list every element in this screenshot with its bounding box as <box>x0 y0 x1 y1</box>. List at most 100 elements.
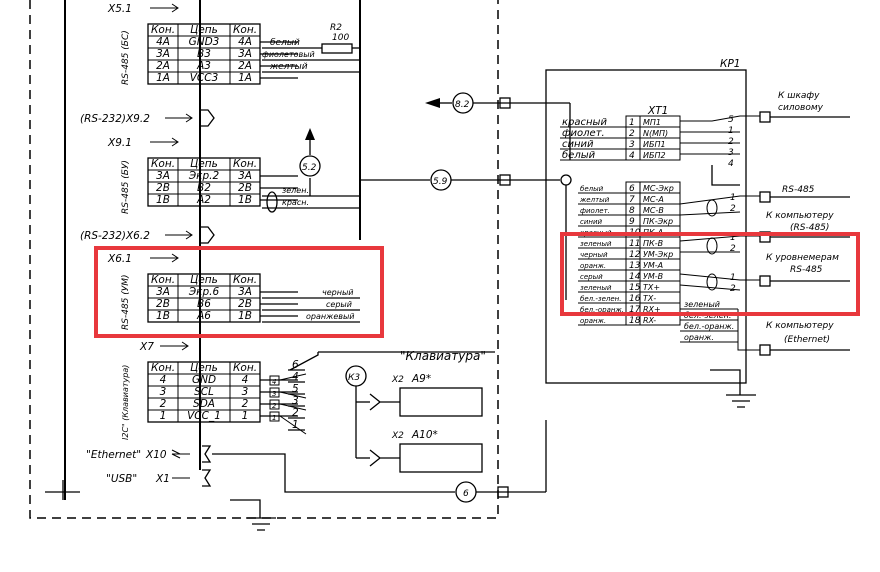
ethernet-label: "Ethernet" <box>86 449 141 461</box>
kp1-left-wire: оранж. <box>580 317 606 325</box>
kp1-left-wire: бел.-оранж. <box>580 306 624 314</box>
kp1-terminal-name: ТХ+ <box>643 283 660 292</box>
x7-pin-box <box>269 387 280 398</box>
arrow-head <box>185 113 193 123</box>
table-cell: Экр.2 <box>188 170 220 182</box>
kp1-left-wire: белый <box>580 185 604 193</box>
kp1-terminal-num: 15 <box>629 283 641 293</box>
kp1-terminal-name: ПК-В <box>643 239 663 248</box>
kp1-terminal-num: 8 <box>629 206 635 216</box>
table-cell: 2В <box>238 182 252 194</box>
table-cell: 1В <box>156 194 170 206</box>
kp1-left-wire: оранж. <box>580 262 606 270</box>
kp1-left-wire: зеленый <box>580 284 612 292</box>
kp1-pe-line <box>711 165 740 186</box>
arrow-head <box>171 3 179 13</box>
kp1-eth-bundle <box>737 309 760 351</box>
ground-icon <box>230 499 276 531</box>
keyboard-title: "Клавиатура" <box>400 349 486 363</box>
table-header: Кон. <box>233 274 257 286</box>
arrow-head <box>185 230 193 240</box>
x91-group-label: RS-485 (БУ) <box>121 160 131 214</box>
table-cell: 3А <box>156 286 170 298</box>
table-cell: В6 <box>197 298 211 310</box>
x92-connector-label: (RS-232)X9.2 <box>80 113 150 125</box>
kp1-terminal-num: 17 <box>629 305 641 315</box>
x5-connector-label: X5.1 <box>107 3 132 15</box>
table-cell: 2В <box>238 298 252 310</box>
ground-left <box>45 480 80 500</box>
r2-value: 100 <box>332 33 349 43</box>
x91-wire-red-label: красн. <box>282 198 309 207</box>
table-cell: 1В <box>238 194 252 206</box>
x7-pin-box <box>269 411 280 422</box>
table-cell: GND <box>192 374 216 386</box>
highlight-kp1 <box>560 232 860 316</box>
table-cell: Экр.6 <box>188 286 220 298</box>
kp1-terminal-num: 11 <box>629 239 640 249</box>
kp1-right-num: 1 <box>728 126 734 136</box>
kp1-terminal-name: УМ-В <box>643 272 663 281</box>
ground-icon-right <box>710 369 756 408</box>
a9-connector <box>369 393 400 411</box>
kp1-terminal-name: ТХ- <box>643 294 656 303</box>
x7-lead-6 <box>289 352 319 371</box>
table-header: Кон. <box>151 158 175 170</box>
table-cell: В2 <box>197 182 211 194</box>
table-cell: А3 <box>196 60 211 72</box>
x5-wire-violet-label: фиолетовый <box>262 50 315 59</box>
x2b-label: Х2 <box>391 431 404 441</box>
x62-connector-label: (RS-232)X6.2 <box>80 230 150 242</box>
kp1-terminal-name: N(МП) <box>643 129 668 138</box>
a9-box <box>399 387 483 417</box>
x7-right-num: 2 <box>292 407 299 419</box>
kp1-terminal-num: 2 <box>629 129 635 139</box>
kp1-left-wire: черный <box>580 251 608 259</box>
table-cell: 1А <box>238 72 252 84</box>
kp1-terminal-num: 9 <box>629 217 635 227</box>
a10-box <box>399 443 483 473</box>
x92-socket <box>200 109 215 127</box>
x7-connector-label: X7 <box>139 341 154 353</box>
x7-right-num: 4 <box>292 371 299 383</box>
gland-eth <box>497 486 509 498</box>
x5-wire-white: белый <box>270 38 300 48</box>
kp1-terminal-name: МС-Экр <box>643 184 674 193</box>
kp1-node <box>560 174 572 186</box>
kp1-right-num: 1 <box>730 273 736 283</box>
table-cell: 2В <box>156 298 170 310</box>
r2-ref: R2 <box>330 23 342 33</box>
table-header: Цепь <box>190 274 218 286</box>
a9-label: А9* <box>411 373 431 385</box>
kp1-terminal-num: 6 <box>629 184 635 194</box>
x1-socket <box>202 469 212 487</box>
table-cell: 2 <box>160 398 167 410</box>
x62-socket <box>200 226 215 244</box>
table-header: Цепь <box>190 362 218 374</box>
kp1-terminal-name: ПК-Экр <box>643 217 673 226</box>
table-cell: 1В <box>156 310 170 322</box>
kp1-terminal-name: МС-В <box>643 206 664 215</box>
arrow-head <box>171 253 179 263</box>
table-cell: В3 <box>197 48 211 60</box>
kp1-right-num: 5 <box>728 115 734 125</box>
table-cell: 1А <box>156 72 170 84</box>
kp1-right-num: 4 <box>728 159 734 169</box>
x1-label: X1 <box>155 473 170 485</box>
table-header: Кон. <box>233 362 257 374</box>
x61-connector-label: X6.1 <box>107 253 132 265</box>
table-cell: 3 <box>242 386 249 398</box>
x7-pin-num: 2 <box>272 402 277 410</box>
gland-power <box>759 111 771 123</box>
kp1-terminal-name: МП1 <box>643 118 661 127</box>
kp1-left-wire: красный <box>562 117 607 128</box>
table-cell: А2 <box>196 194 211 206</box>
table-header: Кон. <box>233 24 257 36</box>
gland-eth-right <box>759 344 771 356</box>
kp1-terminal-num: 3 <box>629 140 635 150</box>
x91-twist <box>266 191 278 213</box>
